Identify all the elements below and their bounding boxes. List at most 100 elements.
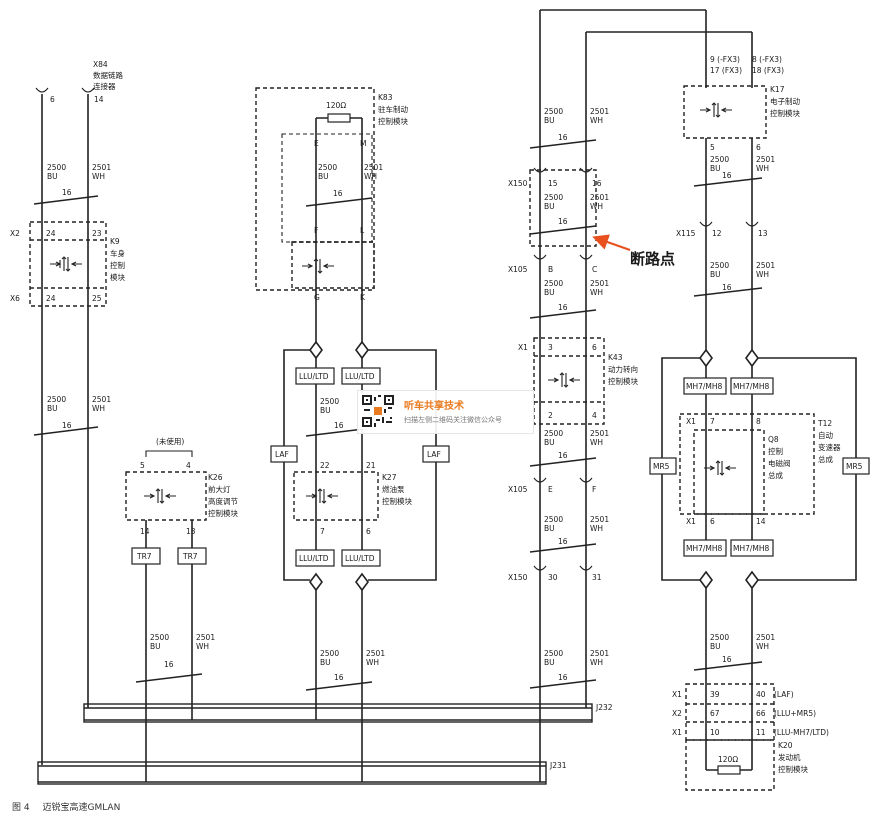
svg-text:11: 11	[756, 728, 766, 737]
svg-text:2501: 2501	[590, 515, 609, 524]
svg-text:(LLU+MR5): (LLU+MR5)	[774, 709, 816, 718]
svg-text:Q8: Q8	[768, 435, 779, 444]
svg-text:BU: BU	[544, 658, 555, 667]
svg-text:MH7/MH8: MH7/MH8	[733, 382, 770, 391]
x84-data-link-connector: X84 数据链路 连接器 6 14	[35, 60, 123, 104]
x84-pin-bu-terminal	[35, 87, 49, 93]
svg-text:2501: 2501	[756, 261, 775, 270]
x84-pin-wh-terminal	[81, 87, 95, 93]
qr-code-icon	[360, 393, 396, 429]
svg-text:MH7/MH8: MH7/MH8	[686, 544, 723, 553]
svg-text:2500: 2500	[320, 397, 339, 406]
svg-text:6: 6	[756, 143, 761, 152]
svg-text:控制: 控制	[768, 446, 783, 456]
svg-text:控制: 控制	[110, 260, 125, 270]
svg-text:电子制动: 电子制动	[770, 96, 800, 106]
k17-transceiver-icon	[700, 102, 732, 118]
k20-terminating-resistor	[717, 765, 741, 775]
svg-text:X2: X2	[672, 709, 682, 718]
break-point-annotation: 断路点	[592, 234, 675, 268]
svg-text:K20: K20	[778, 741, 793, 750]
svg-text:MR5: MR5	[653, 462, 670, 471]
svg-text:MR5: MR5	[846, 462, 863, 471]
svg-text:66: 66	[756, 709, 766, 718]
svg-text:BU: BU	[544, 438, 555, 447]
svg-text:2501: 2501	[364, 163, 383, 172]
svg-text:BU: BU	[318, 172, 329, 181]
figure-caption: 图 4 迈锐宝高速GMLAN	[12, 800, 130, 813]
t12-wire-label: 2500 BU 2501 WH 16	[693, 633, 775, 671]
svg-text:WH: WH	[590, 202, 603, 211]
svg-text:17 (FX3): 17 (FX3)	[710, 66, 742, 75]
svg-text:控制模块: 控制模块	[608, 376, 638, 386]
svg-text:2500: 2500	[150, 633, 169, 642]
svg-text:动力转向: 动力转向	[608, 364, 638, 374]
svg-text:(LLU-MH7/LTD): (LLU-MH7/LTD)	[774, 728, 829, 737]
svg-text:BU: BU	[320, 406, 331, 415]
svg-text:BU: BU	[47, 404, 58, 413]
svg-text:K83: K83	[378, 93, 393, 102]
center-wire-label-5: 2500 BU 2501 WH 16	[529, 515, 609, 553]
svg-text:BU: BU	[710, 642, 721, 651]
svg-text:2500: 2500	[544, 515, 563, 524]
center-wire-label-3: 2500 BU 2501 WH 16	[529, 279, 609, 319]
svg-text:6: 6	[366, 527, 371, 536]
svg-text:发动机: 发动机	[778, 752, 801, 762]
x105-bottom-connector: X105 E F	[508, 477, 596, 494]
svg-text:BU: BU	[710, 164, 721, 173]
svg-text:G: G	[314, 293, 320, 302]
t12-transceiver-icon	[704, 460, 736, 476]
svg-text:15: 15	[548, 179, 558, 188]
svg-text:E: E	[548, 485, 553, 494]
figure-number: 图 4	[12, 803, 30, 813]
svg-text:8: 8	[756, 417, 761, 426]
svg-text:X105: X105	[508, 265, 528, 274]
svg-text:T12: T12	[817, 419, 832, 428]
svg-text:WH: WH	[196, 642, 209, 651]
svg-text:6: 6	[710, 517, 715, 526]
svg-text:控制模块: 控制模块	[778, 764, 808, 774]
svg-text:K26: K26	[208, 473, 223, 482]
x115-wire-label: 2500 BU 2501 WH 16	[693, 261, 775, 297]
svg-text:控制模块: 控制模块	[770, 108, 800, 118]
svg-text:X150: X150	[508, 573, 528, 582]
k83-transceiver-icon	[302, 258, 334, 274]
svg-text:控制模块: 控制模块	[208, 508, 238, 518]
svg-text:31: 31	[592, 573, 602, 582]
tr7-option-wh: TR7	[177, 547, 207, 565]
svg-text:2501: 2501	[92, 395, 111, 404]
svg-text:2500: 2500	[47, 163, 66, 172]
svg-text:X1: X1	[686, 417, 696, 426]
svg-text:高度调节: 高度调节	[208, 496, 238, 506]
svg-text:4: 4	[186, 461, 191, 470]
svg-text:BU: BU	[150, 642, 161, 651]
svg-text:4: 4	[592, 411, 597, 420]
break-point-arrow-icon	[592, 234, 631, 251]
k27-transceiver-icon	[306, 488, 338, 504]
watermark-banner: 听车共享技术 扫描左侧二维码关注微信公众号	[357, 390, 534, 434]
svg-text:16: 16	[558, 451, 568, 460]
k26-transceiver-icon	[144, 488, 176, 504]
svg-text:7: 7	[710, 417, 715, 426]
svg-text:2500: 2500	[544, 193, 563, 202]
x84-id: X84	[93, 60, 108, 69]
svg-text:WH: WH	[92, 404, 105, 413]
svg-text:LLU/LTD: LLU/LTD	[345, 372, 375, 381]
svg-text:16: 16	[558, 537, 568, 546]
svg-text:24: 24	[46, 294, 56, 303]
svg-text:16: 16	[334, 421, 344, 430]
svg-text:2501: 2501	[590, 107, 609, 116]
svg-text:8 (-FX3): 8 (-FX3)	[752, 55, 782, 64]
svg-text:BU: BU	[320, 658, 331, 667]
svg-text:LLU/LTD: LLU/LTD	[345, 554, 375, 563]
svg-text:F: F	[592, 485, 596, 494]
svg-text:2500: 2500	[710, 633, 729, 642]
svg-text:WH: WH	[756, 642, 769, 651]
svg-text:16: 16	[558, 133, 568, 142]
svg-text:X115: X115	[676, 229, 696, 238]
svg-text:5: 5	[710, 143, 715, 152]
svg-text:X2: X2	[10, 229, 20, 238]
k9-transceiver-icon	[50, 256, 82, 272]
svg-text:X1: X1	[686, 517, 696, 526]
svg-text:J232: J232	[595, 703, 613, 712]
